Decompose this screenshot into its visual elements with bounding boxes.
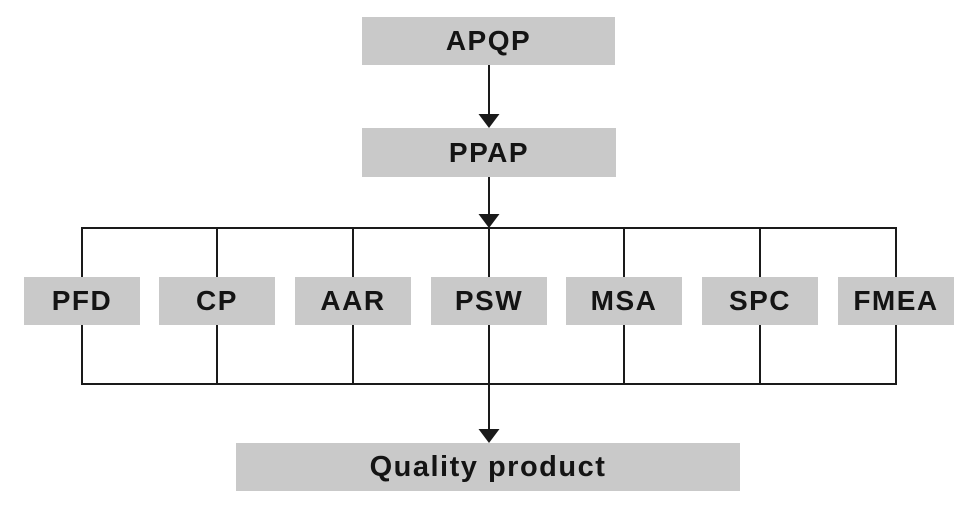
node-cp: CP <box>159 277 275 325</box>
arrow-down-icon <box>478 114 500 128</box>
arrow-down-icon <box>478 214 500 228</box>
arrow-down-icon <box>478 429 500 443</box>
node-ppap: PPAP <box>362 128 616 177</box>
arrow-elements-to-result <box>478 384 500 443</box>
node-spc: SPC <box>702 277 818 325</box>
node-apqp: APQP <box>362 17 615 65</box>
node-pfd: PFD <box>24 277 140 325</box>
node-quality-product: Quality product <box>236 443 740 491</box>
node-psw: PSW <box>431 277 547 325</box>
node-fmea: FMEA <box>838 277 954 325</box>
arrow-apqp-to-ppap <box>478 65 500 128</box>
node-msa: MSA <box>566 277 682 325</box>
arrow-ppap-to-elements <box>478 177 500 228</box>
node-aar: AAR <box>295 277 411 325</box>
